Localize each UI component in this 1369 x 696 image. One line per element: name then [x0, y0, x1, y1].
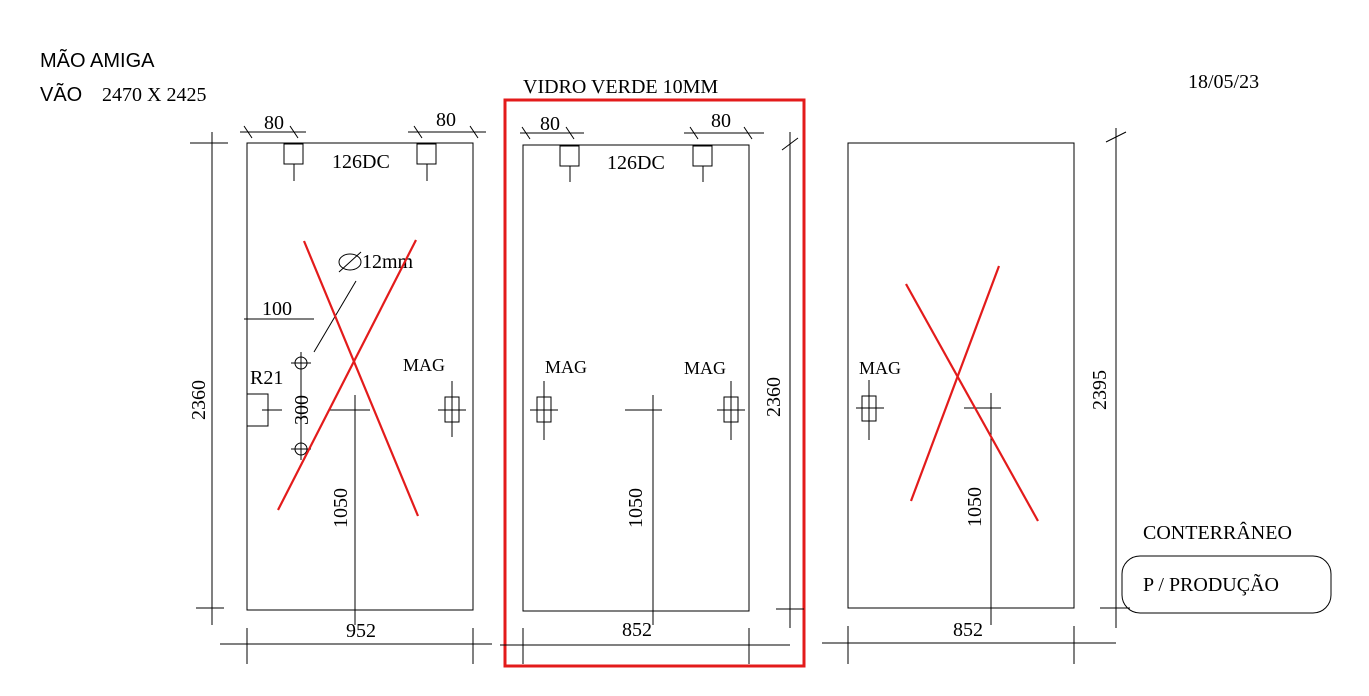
panel-1-cross-mark: [302, 240, 420, 517]
panel-2: 80 80 126DC MAG MAG 1050 2360 852: [500, 98, 806, 668]
panel-1-hinge-label: 126DC: [332, 151, 390, 173]
panel-2-mag-right-label: MAG: [684, 358, 726, 378]
panel-3-mag-label: MAG: [859, 358, 901, 378]
panel-3-cross-mark: [905, 283, 1039, 522]
panel-2-outline: [522, 144, 750, 612]
panel-3-outline: [847, 142, 1075, 609]
panel-1-mag-label: MAG: [403, 355, 445, 375]
panel-2-dim-top-right: 80: [711, 110, 731, 132]
panel-1: 2360 80 80 126DC 12mm 100 300 R21: [188, 109, 492, 664]
panel-3-handle-height: 1050: [964, 487, 986, 527]
panel-1-hole-spacing: 300: [291, 395, 313, 425]
panel-1-handle-height: 1050: [330, 488, 352, 528]
panel-3-width-dim: 852: [953, 619, 983, 641]
panel-1-outline: [246, 142, 474, 611]
glass-spec: VIDRO VERDE 10MM: [523, 76, 718, 98]
panel-1-width-dim: 952: [346, 620, 376, 642]
panel-1-hole-offset: 100: [262, 298, 292, 320]
panel-3-height-dim: 2395: [1089, 370, 1111, 410]
panel-1-dim-top-right: 80: [436, 109, 456, 131]
panel-1-dim-top-left: 80: [264, 112, 284, 134]
opening-size: 2470 X 2425: [102, 84, 206, 106]
panel-2-handle-height: 1050: [625, 488, 647, 528]
panel-1-height-dim: 2360: [188, 380, 210, 420]
client-name: CONTERRÂNEO: [1143, 521, 1292, 544]
project-title: MÃO AMIGA: [40, 48, 155, 72]
panel-2-width-dim: 852: [622, 619, 652, 641]
panel-2-mag-left-label: MAG: [545, 357, 587, 377]
panel-1-hole-label: 12mm: [362, 251, 414, 273]
panel-2-dim-top-left: 80: [540, 113, 560, 135]
panel-3: MAG 1050 2395 852: [822, 128, 1130, 664]
panel-2-highlight-box: [503, 98, 806, 668]
opening-label: VÃO: [40, 82, 82, 106]
production-stamp: [1121, 555, 1332, 614]
panel-2-hinge-label: 126DC: [607, 152, 665, 174]
production-status: P / PRODUÇÃO: [1143, 572, 1279, 596]
panel-1-radius-label: R21: [250, 367, 283, 389]
panel-2-height-dim: 2360: [763, 377, 785, 417]
drawing-date: 18/05/23: [1188, 71, 1259, 93]
